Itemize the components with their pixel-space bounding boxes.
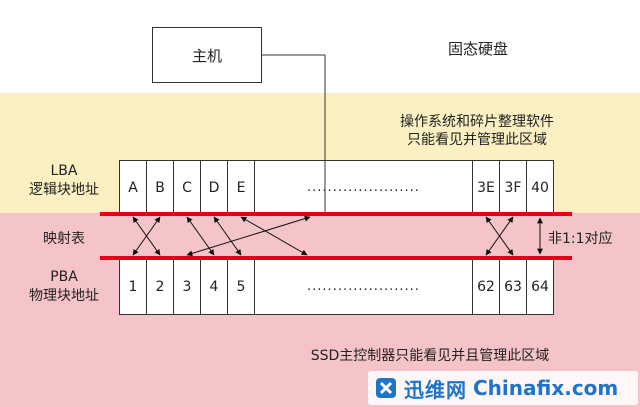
mapping-arrow: [240, 216, 308, 256]
lba-cell: 3F: [499, 160, 527, 215]
host-label: 主机: [191, 46, 222, 65]
os-note-line2: 只能看见并管理此区域: [407, 132, 547, 148]
lba-cell: 40: [526, 160, 554, 215]
mapping-table-label: 映射表: [43, 231, 85, 247]
pba-ellipsis-cell: ......................: [254, 258, 473, 315]
ssd-label: 固态硬盘: [448, 40, 509, 58]
watermark-cn: 迅维网: [404, 377, 467, 402]
lba-cell: C: [173, 160, 201, 215]
mapping-arrow: [485, 216, 514, 256]
pba-label-line2: 物理块地址: [29, 288, 99, 304]
pba-cell: 63: [499, 258, 527, 315]
controller-note: SSD主控制器只能看见并且管理此区域: [310, 348, 550, 364]
lba-label-line1: LBA: [50, 163, 78, 179]
lba-cell: B: [146, 160, 174, 215]
mapping-arrow: [132, 216, 161, 256]
host-box: 主机: [152, 27, 262, 83]
mapping-arrow: [186, 216, 215, 256]
pba-cell: 3: [173, 258, 201, 315]
lba-label-line2: 逻辑块地址: [29, 182, 99, 198]
pba-cell: 64: [526, 258, 554, 315]
os-note-line1: 操作系统和碎片整理软件: [400, 114, 554, 130]
pba-cell: 2: [146, 258, 174, 315]
watermark-en: Chinafix.com: [473, 376, 619, 400]
mapping-arrow: [213, 216, 242, 256]
chinafix-logo-icon: [376, 378, 396, 398]
pba-cell: 62: [472, 258, 500, 315]
host-connector-line: [262, 54, 326, 213]
non-one-to-one-label: 非1:1对应: [548, 231, 613, 247]
chinafix-watermark: 迅维网 Chinafix.com: [368, 371, 638, 405]
mapping-arrow: [186, 215, 311, 257]
pba-cell: 5: [227, 258, 255, 315]
pba-label-line1: PBA: [50, 269, 78, 285]
lba-ellipsis-cell: ......................: [254, 160, 473, 215]
